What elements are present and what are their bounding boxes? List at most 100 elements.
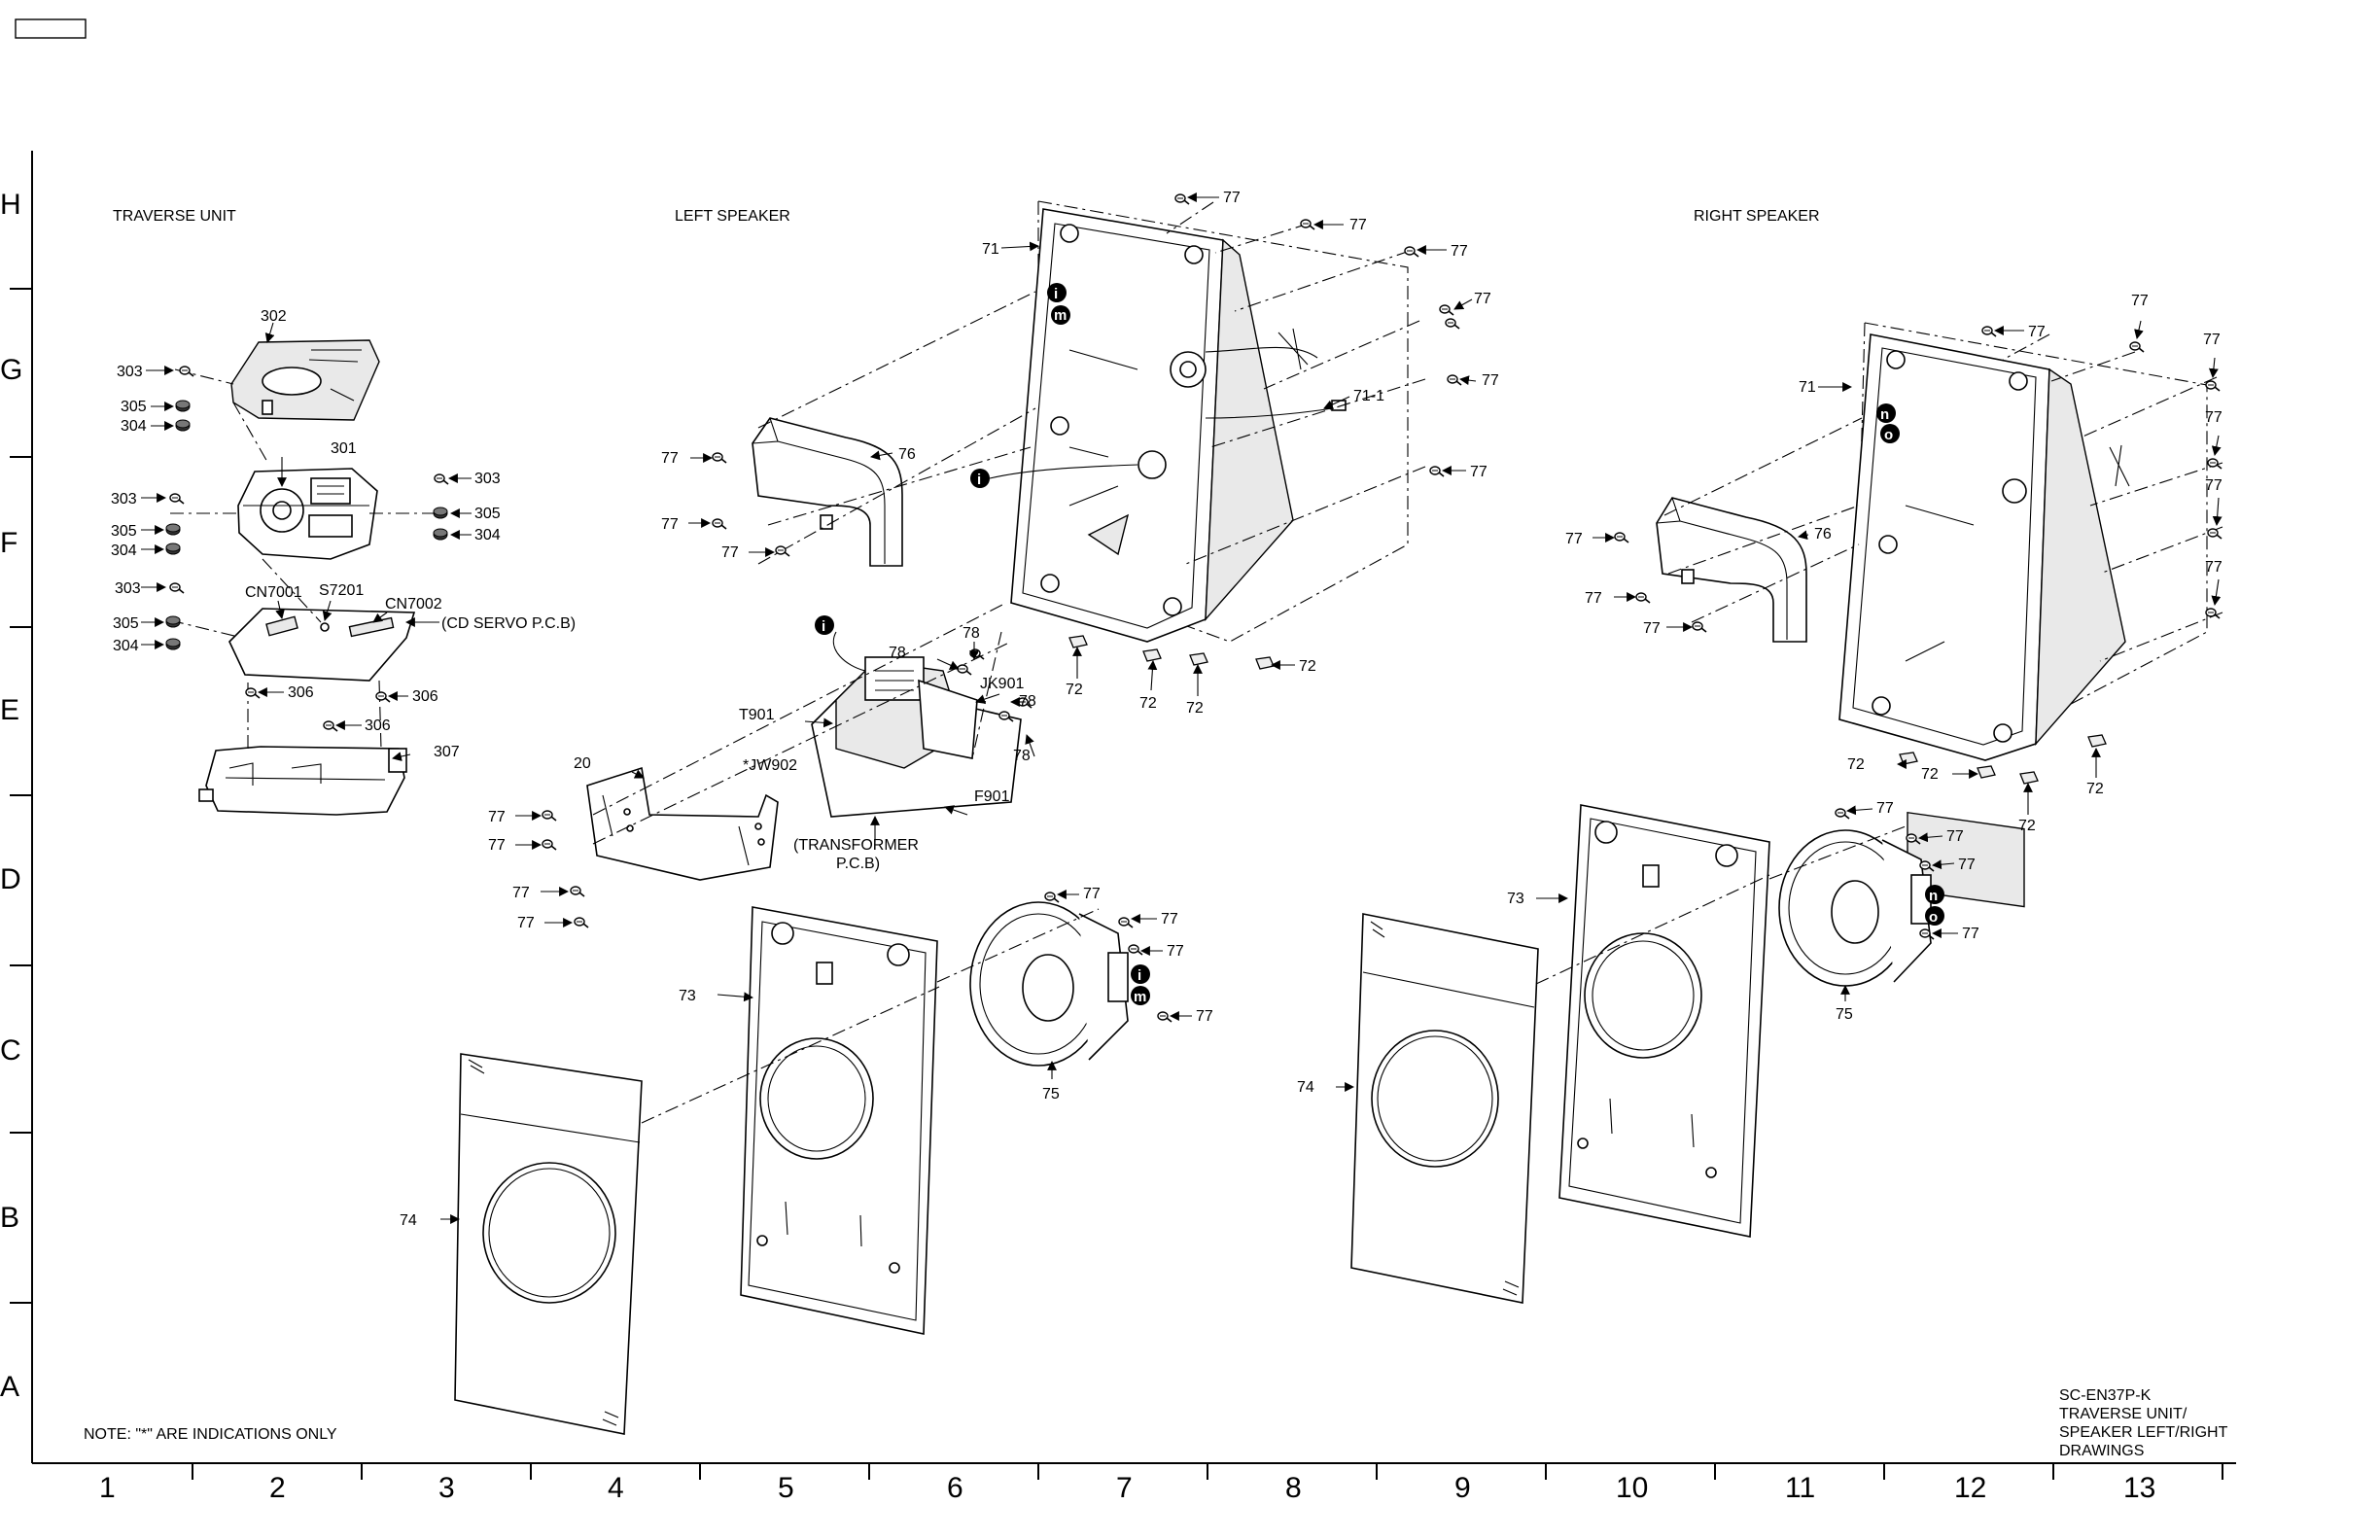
part-label-77-l9: 77	[721, 544, 739, 561]
part-label-77-r13: 77	[1962, 926, 1979, 942]
col-label-6: 6	[947, 1472, 963, 1504]
part-label-73-right: 73	[1507, 891, 1524, 907]
nut-304-a	[175, 419, 191, 432]
screw-77-r7	[1614, 532, 1629, 543]
screw-77-l1	[1174, 193, 1190, 205]
left-front-frame-73	[740, 906, 938, 1335]
right-grille-74	[1350, 913, 1539, 1304]
part-label-304-a: 304	[121, 418, 147, 435]
part-label-77-l4: 77	[1474, 291, 1491, 307]
part-label-s7201: S7201	[319, 582, 364, 599]
part-label-78-a: 78	[962, 625, 980, 642]
left-cabinet-71	[1010, 208, 1347, 643]
marker-i-1: i	[1047, 283, 1067, 302]
part-label-77-l3: 77	[1451, 243, 1468, 260]
part-label-74-right: 74	[1297, 1079, 1314, 1096]
left-port-duct-76	[752, 417, 903, 567]
traverse-mechanism-301	[237, 468, 378, 560]
row-label-g: G	[0, 354, 22, 386]
header-box	[15, 18, 87, 39]
part-label-78-b: 78	[889, 645, 906, 661]
part-label-jw902: *JW902	[743, 757, 797, 774]
part-label-71-1: 71-1	[1353, 388, 1384, 404]
col-label-9: 9	[1454, 1472, 1471, 1504]
foot-72-l3	[1189, 652, 1208, 666]
right-driver-75	[1778, 829, 1932, 987]
marker-m-1: m	[1051, 305, 1070, 325]
part-label-77-l15: 77	[1161, 911, 1178, 928]
part-label-71-right: 71	[1799, 379, 1816, 396]
col-label-2: 2	[269, 1472, 286, 1504]
screw-77-r9	[1692, 621, 1707, 633]
traverse-cover-302	[230, 339, 380, 421]
part-label-77-l8: 77	[661, 516, 679, 533]
part-label-77-r1: 77	[2028, 324, 2046, 340]
nut-305-a	[175, 400, 191, 412]
part-label-77-l6: 77	[1470, 464, 1488, 480]
part-label-303-d: 303	[115, 580, 141, 597]
part-label-77-r7: 77	[1565, 531, 1583, 547]
part-label-302: 302	[261, 308, 287, 325]
marker-m-2: m	[1131, 986, 1150, 1005]
svg-text:i: i	[822, 618, 825, 635]
row-label-h: H	[0, 189, 21, 221]
part-label-77-l1: 77	[1223, 190, 1241, 206]
part-label-305-d: 305	[113, 615, 139, 632]
part-label-77-r2: 77	[2131, 293, 2149, 309]
screw-77-l16	[1118, 917, 1134, 928]
part-label-72-l3: 72	[1186, 700, 1204, 717]
part-label-77-r11: 77	[1946, 828, 1964, 845]
row-label-f: F	[0, 527, 18, 559]
screw-77-l5	[1445, 318, 1460, 330]
left-bracket-20	[586, 766, 779, 881]
screw-303-d	[169, 582, 185, 594]
part-label-77-l13: 77	[517, 915, 535, 931]
part-label-78-d: 78	[1013, 748, 1031, 764]
part-label-301: 301	[331, 440, 357, 457]
col-label-10: 10	[1616, 1472, 1648, 1504]
traverse-base-307	[198, 746, 407, 816]
col-label-1: 1	[99, 1472, 116, 1504]
left-grille-74	[454, 1053, 643, 1435]
part-label-71-left: 71	[982, 241, 999, 258]
col-label-4: 4	[608, 1472, 624, 1504]
part-label-303-a: 303	[117, 364, 143, 380]
col-label-3: 3	[438, 1472, 455, 1504]
traverse-unit-group: 302 303 305 304 301 303 305 304 303 305 …	[111, 308, 576, 816]
marker-i-4: i	[1131, 964, 1150, 984]
nut-305-c	[165, 523, 181, 536]
svg-text:m: m	[1054, 307, 1067, 324]
screw-77-l7	[1429, 466, 1445, 477]
part-label-77-r6: 77	[2205, 559, 2222, 576]
title-block-line-2: TRAVERSE UNIT/	[2059, 1406, 2188, 1422]
part-label-73-left: 73	[679, 988, 696, 1004]
part-label-303-b: 303	[474, 471, 501, 487]
title-block-line-1: SC-EN37P-K	[2059, 1387, 2152, 1404]
part-label-303-c: 303	[111, 491, 137, 508]
col-label-5: 5	[778, 1472, 794, 1504]
part-label-306-c: 306	[412, 688, 438, 705]
screw-77-l15	[1044, 892, 1060, 903]
screw-77-l6	[1447, 374, 1462, 386]
screw-303-c	[169, 493, 185, 505]
part-label-77-l17: 77	[1196, 1008, 1213, 1025]
part-label-306-b: 306	[365, 718, 391, 734]
marker-o-1: o	[1880, 424, 1900, 443]
screw-306-a	[245, 687, 261, 699]
svg-text:i: i	[977, 472, 981, 488]
svg-text:o: o	[1929, 909, 1938, 926]
part-label-77-l2: 77	[1349, 217, 1367, 233]
part-label-72-r3: 72	[2018, 818, 2036, 834]
screw-77-l9	[712, 518, 727, 530]
marker-i-3: i	[815, 615, 834, 635]
screw-77-r2	[2129, 341, 2145, 353]
part-label-77-r9: 77	[1643, 620, 1661, 637]
part-label-20: 20	[574, 755, 591, 772]
svg-text:n: n	[1929, 888, 1938, 904]
row-label-b: B	[0, 1202, 19, 1234]
col-label-7: 7	[1116, 1472, 1133, 1504]
part-label-305-a: 305	[121, 399, 147, 415]
section-title-traverse: TRAVERSE UNIT	[113, 208, 236, 225]
part-label-77-l7: 77	[661, 450, 679, 467]
